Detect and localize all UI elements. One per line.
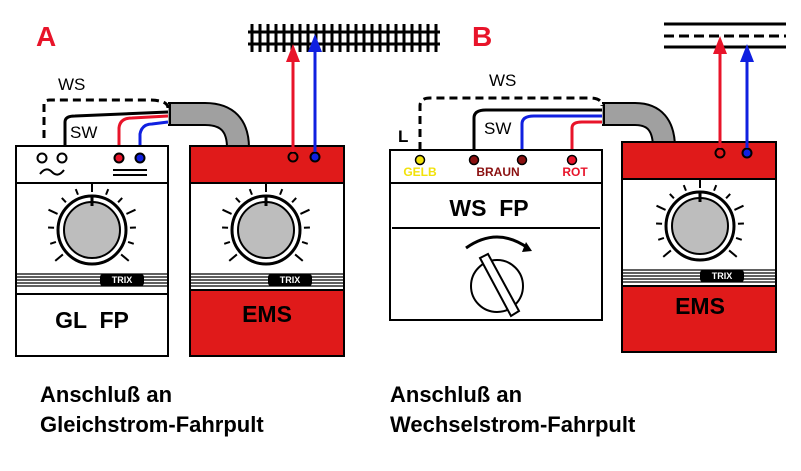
trix-badge: TRIX (712, 271, 733, 281)
knob-scale-tick (657, 237, 665, 241)
ems-unit: TRIX EMS (621, 141, 777, 353)
knob-scale-tick (48, 208, 58, 215)
knob-scale-tick (248, 188, 253, 196)
unit-name-ems: EMS (675, 293, 725, 319)
arrow-blue (740, 44, 754, 148)
wire-blue (138, 120, 169, 152)
wire-red (570, 120, 602, 156)
speed-knob-icon (656, 178, 744, 262)
terminal-braun: BRAUN (476, 165, 519, 179)
ac-symbol-icon (39, 168, 65, 176)
knob-scale-tick (662, 249, 672, 258)
label-l: L (398, 127, 408, 146)
caption-a-line2: Gleichstrom-Fahrpult (40, 412, 264, 437)
knob-scale-tick (127, 241, 135, 245)
label-sw: SW (484, 119, 511, 138)
knob-scale-tick (682, 184, 687, 192)
knob-scale-tick (223, 241, 231, 245)
terminal-rot: ROT (562, 165, 588, 179)
knob-scale-tick (222, 208, 232, 215)
ws-fp-unit: GELB BRAUN ROT WS FP (389, 149, 603, 321)
wire-sw (63, 110, 169, 150)
knob-scale-tick (61, 197, 67, 204)
reverser-knob-icon (465, 235, 532, 318)
dc-symbol-icon (113, 169, 147, 176)
label-ws: WS (58, 75, 85, 94)
gl-fp-unit: TRIX GL FP (15, 145, 169, 357)
knob-scale-tick (117, 197, 123, 204)
arrow-blue (308, 34, 322, 152)
knob-scale-tick (105, 188, 110, 196)
caption-a-line1: Anschluß an (40, 382, 173, 407)
caption-b-line1: Anschluß an (390, 382, 523, 407)
arrow-red (286, 44, 300, 152)
unit-name-gl-fp: GL FP (55, 307, 129, 333)
knob-scale-tick (728, 249, 738, 258)
trix-badge: TRIX (280, 275, 301, 285)
knob-scale-tick (656, 204, 666, 211)
trix-badge: TRIX (112, 275, 133, 285)
caption-a: Anschluß an Gleichstrom-Fahrpult (40, 380, 264, 440)
knob-scale-tick (54, 253, 64, 262)
knob-scale-tick (300, 208, 310, 215)
overhead-wire-icon (664, 22, 786, 49)
knob-scale-tick (669, 193, 675, 200)
knob-scale-tick (279, 188, 284, 196)
knob-scale-tick (291, 197, 297, 204)
track-icon (248, 24, 440, 52)
caption-b: Anschluß an Wechselstrom-Fahrpult (390, 380, 635, 440)
wire-blue (520, 114, 602, 156)
unit-name-ems: EMS (242, 301, 292, 327)
knob-scale-tick (228, 253, 238, 262)
knob-scale-tick (235, 197, 241, 204)
knob-scale-tick (301, 241, 309, 245)
unit-name-ws-fp: WS FP (449, 195, 528, 221)
knob-scale-tick (713, 184, 718, 192)
caption-b-line2: Wechselstrom-Fahrpult (390, 412, 636, 437)
panel-a-letter: A (36, 21, 56, 52)
label-ws: WS (489, 71, 516, 90)
label-sw: SW (70, 123, 97, 142)
panel-b-letter: B (472, 21, 492, 52)
knob-scale-tick (120, 253, 130, 262)
knob-scale-tick (734, 204, 744, 211)
wire-ws (42, 98, 170, 138)
ems-unit: TRIX EMS (189, 145, 345, 357)
wire-sw (472, 108, 602, 156)
arrow-red (713, 36, 727, 148)
knob-scale-tick (735, 237, 743, 241)
knob-scale-tick (74, 188, 79, 196)
speed-knob-icon (48, 182, 136, 266)
terminal-gelb: GELB (403, 165, 437, 179)
knob-scale-tick (725, 193, 731, 200)
knob-scale-tick (49, 241, 57, 245)
knob-scale-tick (294, 253, 304, 262)
wire-ws (418, 96, 604, 150)
wire-red (117, 114, 169, 152)
speed-knob-icon (222, 182, 310, 266)
knob-scale-tick (126, 208, 136, 215)
